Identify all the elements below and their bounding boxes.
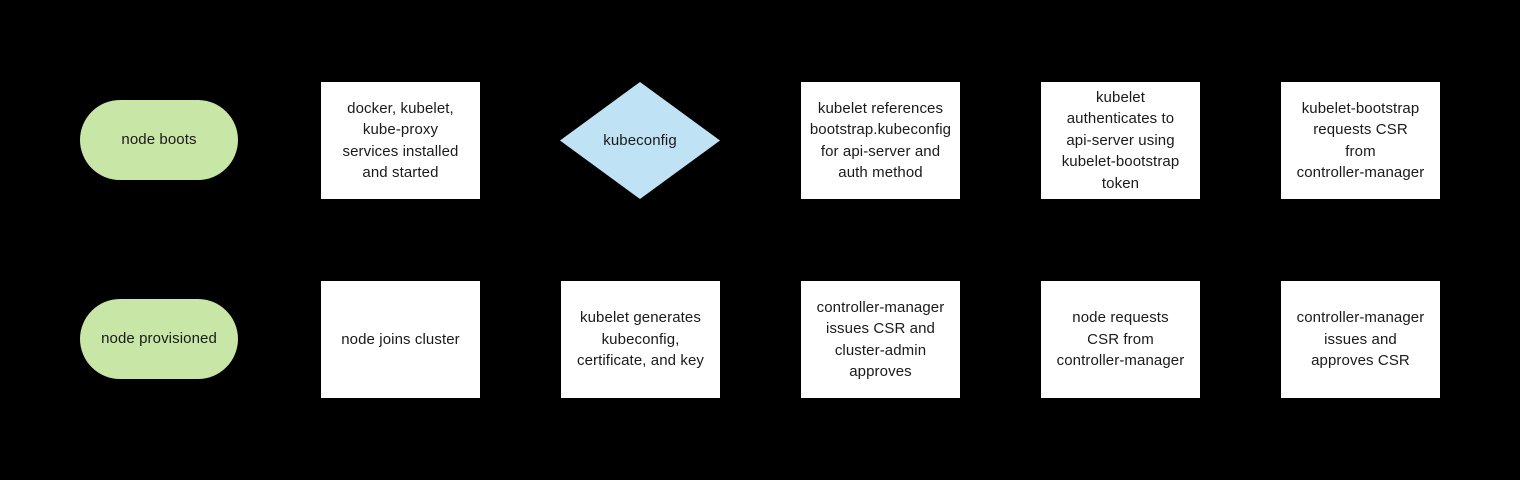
flowchart-node-node-requests-csr[interactable]: node requests CSR from controller-manage… <box>1041 281 1200 398</box>
flowchart-node-label: kubelet generates kubeconfig, certificat… <box>576 309 705 370</box>
flowchart-node-label: kubelet-bootstrap requests CSR from cont… <box>1296 99 1425 182</box>
flowchart-node-kubelet-generates-kubeconfig[interactable]: kubelet generates kubeconfig, certificat… <box>561 281 720 398</box>
flowchart-node-kubelet-authenticates[interactable]: kubelet authenticates to api-server usin… <box>1041 82 1200 199</box>
flowchart-node-label: node boots <box>121 131 197 149</box>
flowchart-node-label: docker, kubelet, kube-proxy services ins… <box>342 99 459 182</box>
flowchart-node-label: kubelet references bootstrap.kubeconfig … <box>809 99 952 182</box>
flowchart-node-controller-manager-issues-csr[interactable]: controller-manager issues CSR and cluste… <box>801 281 960 398</box>
flowchart-node-label: controller-manager issues CSR and cluste… <box>816 298 945 381</box>
flowchart-node-label: kubeconfig <box>603 131 677 149</box>
flowchart-node-node-provisioned[interactable]: node provisioned <box>80 299 238 379</box>
flowchart-node-kubelet-references-bootstrap[interactable]: kubelet references bootstrap.kubeconfig … <box>801 82 960 199</box>
flowchart-node-services-installed[interactable]: docker, kubelet, kube-proxy services ins… <box>321 82 480 199</box>
flowchart-node-controller-manager-approves-csr[interactable]: controller-manager issues and approves C… <box>1281 281 1440 398</box>
flowchart-node-label: kubelet authenticates to api-server usin… <box>1061 88 1180 192</box>
flowchart-node-label: node requests CSR from controller-manage… <box>1056 309 1185 370</box>
flowchart-node-kubelet-bootstrap-requests-csr[interactable]: kubelet-bootstrap requests CSR from cont… <box>1281 82 1440 199</box>
flowchart-node-kubeconfig-decision[interactable]: kubeconfig <box>560 82 720 199</box>
flowchart-node-label: node provisioned <box>101 330 217 348</box>
flowchart-node-label: node joins cluster <box>341 330 460 348</box>
flowchart-node-node-boots[interactable]: node boots <box>80 100 238 180</box>
flowchart-node-label: controller-manager issues and approves C… <box>1296 309 1425 370</box>
flowchart-node-node-joins-cluster[interactable]: node joins cluster <box>321 281 480 398</box>
